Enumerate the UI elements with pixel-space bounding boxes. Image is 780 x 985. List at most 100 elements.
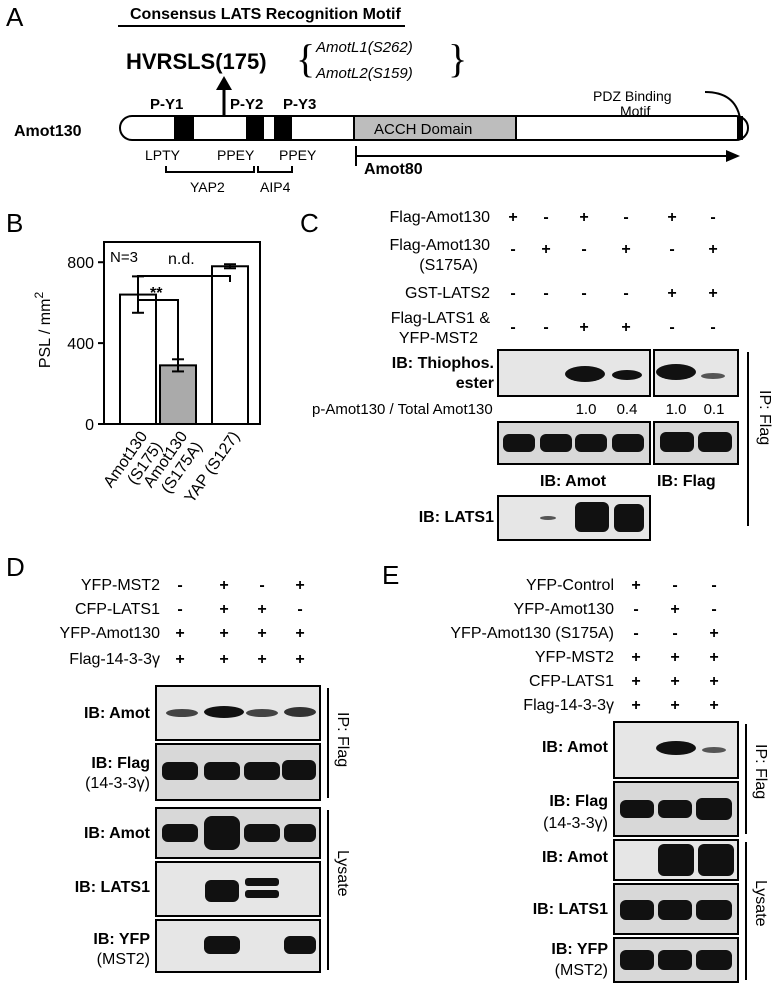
e-sign: +	[670, 649, 679, 666]
d-ib-flag: IB: Flag	[91, 755, 150, 772]
e-sign: +	[670, 601, 679, 618]
py1-label: P-Y1	[150, 96, 183, 113]
y-tick-label: 800	[67, 255, 94, 272]
c-sign: -	[710, 209, 715, 226]
chart-ylabel: PSL / mm2	[32, 292, 54, 369]
e-sign: -	[633, 601, 638, 618]
c-row-label-3b: YFP-MST2	[399, 330, 478, 347]
brace-right: }	[448, 36, 467, 81]
d-flag-band	[282, 760, 316, 780]
e-row-label: YFP-Amot130 (S175A)	[450, 625, 614, 642]
d-amot-lys-band	[204, 816, 240, 850]
c-sign: +	[541, 241, 550, 258]
ppey1-label: PPEY	[217, 147, 255, 163]
c-ib-amot: IB: Amot	[540, 473, 607, 490]
py3-label: P-Y3	[283, 96, 316, 113]
d-row-label: Flag-14-3-3γ	[69, 651, 160, 668]
d-yfp-band	[284, 936, 316, 954]
c-sign: -	[510, 319, 515, 336]
d-sign: +	[257, 625, 266, 642]
e-sign: +	[631, 577, 640, 594]
c-sign: -	[543, 209, 548, 226]
c-flag-band	[660, 432, 694, 452]
c-lats1-band	[575, 502, 609, 532]
d-amot-lys-band	[162, 824, 198, 842]
c-sign: -	[581, 241, 586, 258]
panel-d: D YFP-MST2 CFP-LATS1 YFP-Amot130 Flag-14…	[6, 552, 351, 973]
c-sign: -	[623, 209, 628, 226]
c-row-label-1a: Flag-Amot130	[390, 237, 491, 254]
ppey2-label: PPEY	[279, 147, 317, 163]
yap2-bracket	[165, 166, 255, 173]
e-sign: -	[672, 577, 677, 594]
e-ib-flag-sub: (14-3-3γ)	[543, 815, 608, 832]
d-amot-ip-band	[166, 709, 198, 717]
e-sign: +	[631, 649, 640, 666]
d-ip-flag-label: IP: Flag	[334, 712, 351, 767]
e-row-label: CFP-LATS1	[529, 673, 614, 690]
c-sign: +	[708, 241, 717, 258]
c-sign: +	[508, 209, 517, 226]
d-row-label: YFP-MST2	[81, 577, 160, 594]
nd-bracket	[137, 275, 231, 286]
c-amot-band	[540, 434, 572, 452]
c-sign: +	[579, 319, 588, 336]
paralog-amotl1: AmotL1(S262)	[315, 39, 413, 56]
e-flag-band	[696, 798, 732, 820]
bar	[159, 364, 197, 426]
e-sign: -	[633, 625, 638, 642]
nd-label: n.d.	[168, 251, 195, 268]
c-row-label-3a: Flag-LATS1 &	[391, 310, 491, 327]
py3-box	[274, 116, 292, 140]
d-lats1-band	[245, 890, 279, 898]
d-sign: +	[175, 625, 184, 642]
motif-sequence: HVRSLS(175)	[126, 49, 267, 74]
e-ib-amot-lys: IB: Amot	[542, 849, 609, 866]
py2-label: P-Y2	[230, 96, 263, 113]
e-ip-flag-label: IP: Flag	[752, 744, 769, 799]
e-ib-flag: IB: Flag	[549, 793, 608, 810]
panel-c-letter: C	[300, 208, 319, 238]
aip4-label: AIP4	[260, 179, 291, 195]
panel-e-letter: E	[382, 560, 399, 590]
d-sign: +	[295, 625, 304, 642]
d-row-label: CFP-LATS1	[75, 601, 160, 618]
panel-c: C Flag-Amot130 Flag-Amot130 (S175A) GST-…	[300, 208, 773, 541]
c-sign: -	[543, 285, 548, 302]
d-sign: +	[257, 601, 266, 618]
e-ib-yfp: IB: YFP	[551, 941, 608, 958]
d-ib-flag-sub: (14-3-3γ)	[85, 775, 150, 792]
pdz-label-line1: PDZ Binding	[593, 88, 672, 104]
c-sign: +	[621, 241, 630, 258]
c-sign: -	[623, 285, 628, 302]
e-signs: + - - - + - - - + + + + + + + + + +	[631, 577, 718, 714]
d-amot-lys-band	[244, 824, 280, 842]
c-row-label-2: GST-LATS2	[405, 285, 490, 302]
d-lats1-band	[205, 880, 239, 902]
c-ib-flag: IB: Flag	[657, 473, 716, 490]
c-thio-band	[656, 364, 696, 380]
e-sign: +	[709, 697, 718, 714]
d-sign: +	[295, 651, 304, 668]
d-amot-ip-band	[284, 707, 316, 717]
e-sign: +	[670, 697, 679, 714]
d-sign: -	[297, 601, 302, 618]
aip4-bracket	[257, 166, 293, 173]
c-signs: + - + - + - - + - + - + - - - - + + - - …	[508, 209, 717, 336]
c-sign: -	[581, 285, 586, 302]
acch-domain-box	[353, 115, 517, 141]
e-row-label: YFP-MST2	[535, 649, 614, 666]
c-amot-band	[575, 434, 607, 452]
motif-arrow-head	[216, 76, 232, 90]
motif-title: Consensus LATS Recognition Motif	[130, 6, 401, 23]
sig-bracket	[138, 299, 179, 366]
e-lats1-band	[696, 900, 732, 920]
lpty-label: LPTY	[145, 147, 181, 163]
e-yfp-band	[696, 950, 732, 970]
d-sign: +	[219, 577, 228, 594]
d-sign: +	[175, 651, 184, 668]
e-lats1-band	[658, 900, 692, 920]
c-amot-band	[503, 434, 535, 452]
n-label: N=3	[110, 249, 138, 266]
